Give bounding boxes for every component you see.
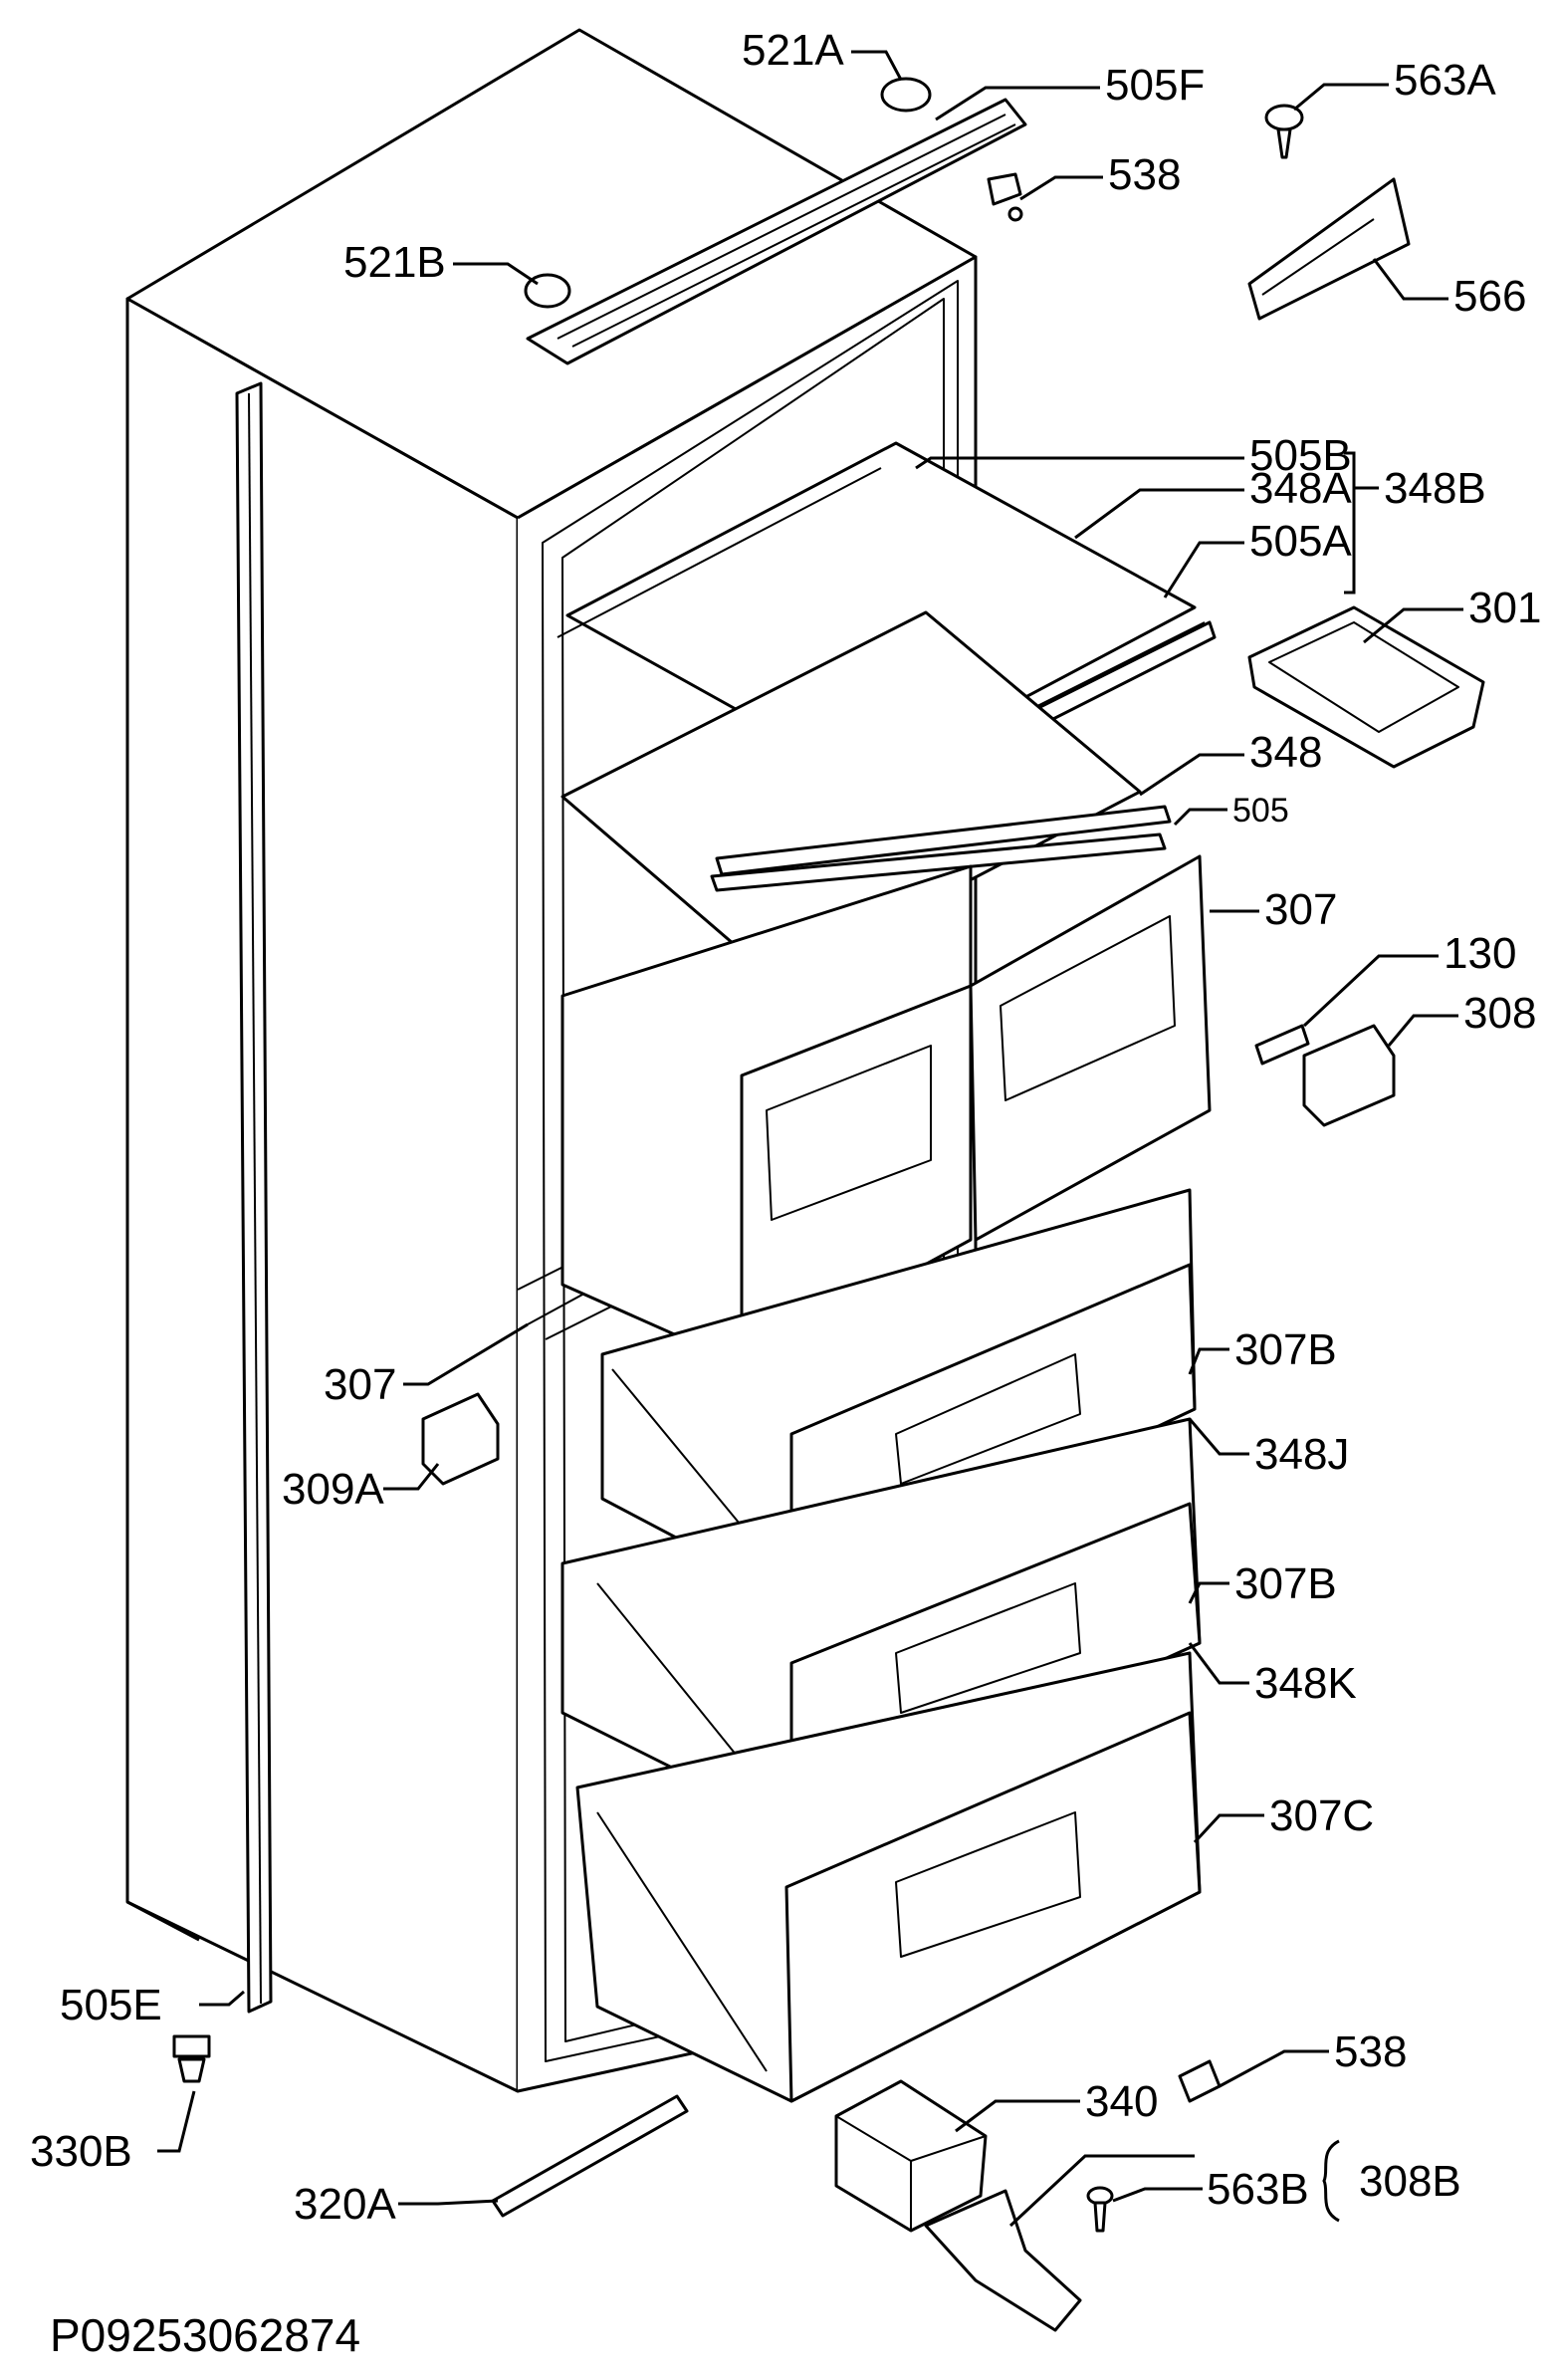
label-330B: 330B <box>30 2127 132 2176</box>
part-labels: 521A 505F 563A 538 521B 566 505B 348A 34… <box>30 26 1541 2229</box>
hinge-part-538-bottom <box>1178 2059 1222 2103</box>
label-308: 308 <box>1463 989 1536 1038</box>
label-538-bottom: 538 <box>1334 2027 1407 2076</box>
part-130 <box>1254 1024 1310 1066</box>
label-505E: 505E <box>60 1981 162 2029</box>
label-563B: 563B <box>1207 2165 1309 2214</box>
label-308B: 308B <box>1359 2157 1461 2206</box>
clip-309A <box>421 1392 500 1486</box>
label-307B-1: 307B <box>1234 1325 1337 1374</box>
label-307C: 307C <box>1269 1791 1374 1840</box>
rail-320A <box>491 2094 689 2218</box>
hinge-cover-521A <box>880 77 932 113</box>
label-348B: 348B <box>1384 464 1486 513</box>
diagram-code: P09253062874 <box>50 2309 361 2361</box>
label-521B: 521B <box>343 238 446 287</box>
shelf-348 <box>560 610 1172 983</box>
door-seal-strip <box>235 381 273 2014</box>
label-307B-2: 307B <box>1234 1559 1337 1608</box>
bottom-hinge-308B <box>924 2189 1082 2332</box>
label-505A: 505A <box>1249 517 1352 566</box>
hinge-308 <box>1302 1024 1396 1127</box>
label-348: 348 <box>1249 728 1322 777</box>
label-301: 301 <box>1468 584 1541 632</box>
label-505B: 505B <box>1249 431 1352 480</box>
leveling-foot-330B <box>172 2034 211 2083</box>
drawer-307-right <box>969 854 1212 1242</box>
screw-563B <box>1086 2186 1114 2233</box>
screw-563A <box>1264 104 1304 159</box>
block-340 <box>834 2079 988 2233</box>
label-309A: 309A <box>282 1465 384 1514</box>
label-505: 505 <box>1232 792 1289 830</box>
label-348J: 348J <box>1254 1430 1349 1479</box>
drawer-307C <box>575 1651 1202 2103</box>
label-340: 340 <box>1085 2077 1158 2126</box>
label-130: 130 <box>1444 929 1516 978</box>
ice-scraper-566 <box>1247 177 1411 321</box>
hinge-part-538-top <box>987 172 1023 222</box>
label-521A: 521A <box>742 26 844 75</box>
ice-tray-301 <box>1247 605 1485 769</box>
label-563A: 563A <box>1394 56 1496 105</box>
label-320A: 320A <box>294 2180 396 2229</box>
leader-lines <box>157 50 1463 2228</box>
label-505F: 505F <box>1105 61 1205 110</box>
label-307-top: 307 <box>1264 885 1337 934</box>
label-348K: 348K <box>1254 1659 1357 1708</box>
label-538-top: 538 <box>1108 150 1181 199</box>
label-307-left: 307 <box>324 1360 396 1409</box>
label-566: 566 <box>1453 272 1526 321</box>
label-348A: 348A <box>1249 464 1352 513</box>
top-hinge-rail <box>526 98 1027 365</box>
